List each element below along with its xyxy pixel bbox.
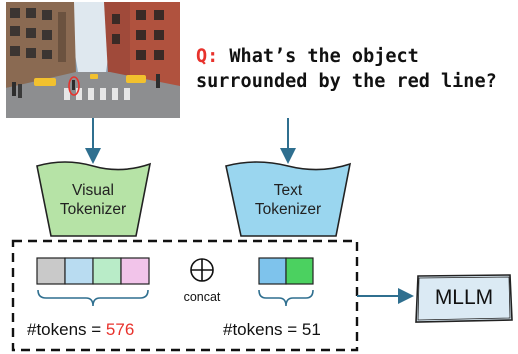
text-tokenizer-line2: Tokenizer	[254, 201, 322, 218]
visual-token-count-value: 576	[105, 320, 135, 339]
visual-tokenizer-line1: Visual	[72, 182, 114, 199]
visual-token-1	[36, 257, 66, 285]
text-brace	[258, 289, 314, 307]
text-token-2	[285, 257, 314, 285]
visual-tokenizer-label: Visual Tokenizer	[38, 181, 148, 219]
visual-token-4	[120, 257, 150, 285]
question-text: Q: What’s the object surrounded by the r…	[196, 44, 514, 94]
visual-brace	[37, 289, 149, 307]
visual-tokenizer-line2: Tokenizer	[59, 201, 127, 218]
text-tokenizer-label: Text Tokenizer	[233, 181, 343, 219]
question-prefix: Q:	[196, 46, 219, 67]
text-token-1	[258, 257, 287, 285]
mllm-label: MLLM	[434, 286, 494, 309]
visual-token-count-prefix: #tokens =	[27, 320, 106, 339]
visual-token-3	[92, 257, 122, 285]
visual-token-count: #tokens = 576	[27, 320, 134, 340]
visual-tokenizer-shape	[36, 161, 152, 237]
text-tokenizer-line1: Text	[273, 182, 303, 199]
concat-label: concat	[183, 290, 221, 304]
red-outline	[68, 76, 80, 96]
mllm-box	[415, 274, 513, 323]
question-line1: What’s the object	[218, 46, 419, 67]
visual-token-2	[64, 257, 94, 285]
text-token-count: #tokens = 51	[223, 320, 321, 339]
question-line2: surrounded by the red line?	[196, 71, 497, 92]
street-photo	[6, 2, 180, 118]
text-tokenizer-shape	[225, 161, 352, 237]
